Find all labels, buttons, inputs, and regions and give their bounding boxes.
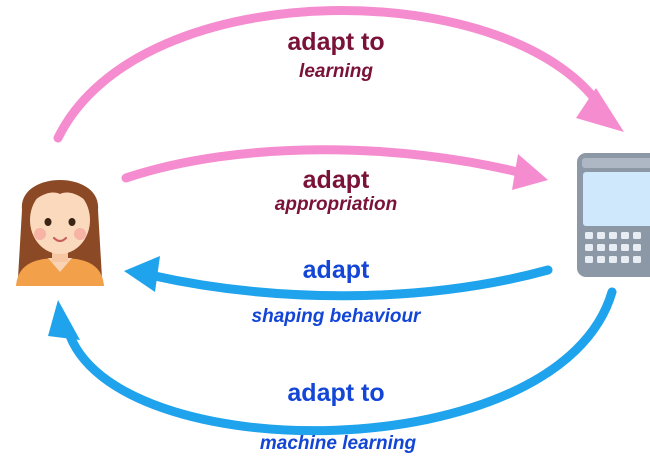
label-adapt-appropriation-sub: appropriation <box>274 194 398 215</box>
label-adapt-to-ml-main: adapt to <box>287 379 385 407</box>
person-icon <box>8 150 112 290</box>
label-adapt-shaping-main: adapt <box>302 256 370 284</box>
arrowhead-adapt-shaping <box>124 256 160 292</box>
arrowhead-adapt-to-ml <box>48 300 80 340</box>
arrow-adapt-to-learning <box>53 5 609 143</box>
label-adapt-shaping-sub: shaping behaviour <box>251 306 421 327</box>
label-adapt-to-learning-sub: learning <box>299 61 373 82</box>
arrow-adapt-shaping <box>145 265 553 301</box>
label-adapt-to-learning-main: adapt to <box>287 28 385 56</box>
arrow-adapt-to-ml <box>63 287 617 436</box>
label-adapt-appropriation-main: adapt <box>302 166 370 194</box>
label-adapt-to-ml-sub: machine learning <box>259 433 417 454</box>
arrowhead-adapt-to-learning <box>576 88 624 132</box>
arrow-adapt-appropriation <box>121 145 531 183</box>
device-icon <box>574 150 650 280</box>
arrowhead-adapt-appropriation <box>512 154 548 190</box>
